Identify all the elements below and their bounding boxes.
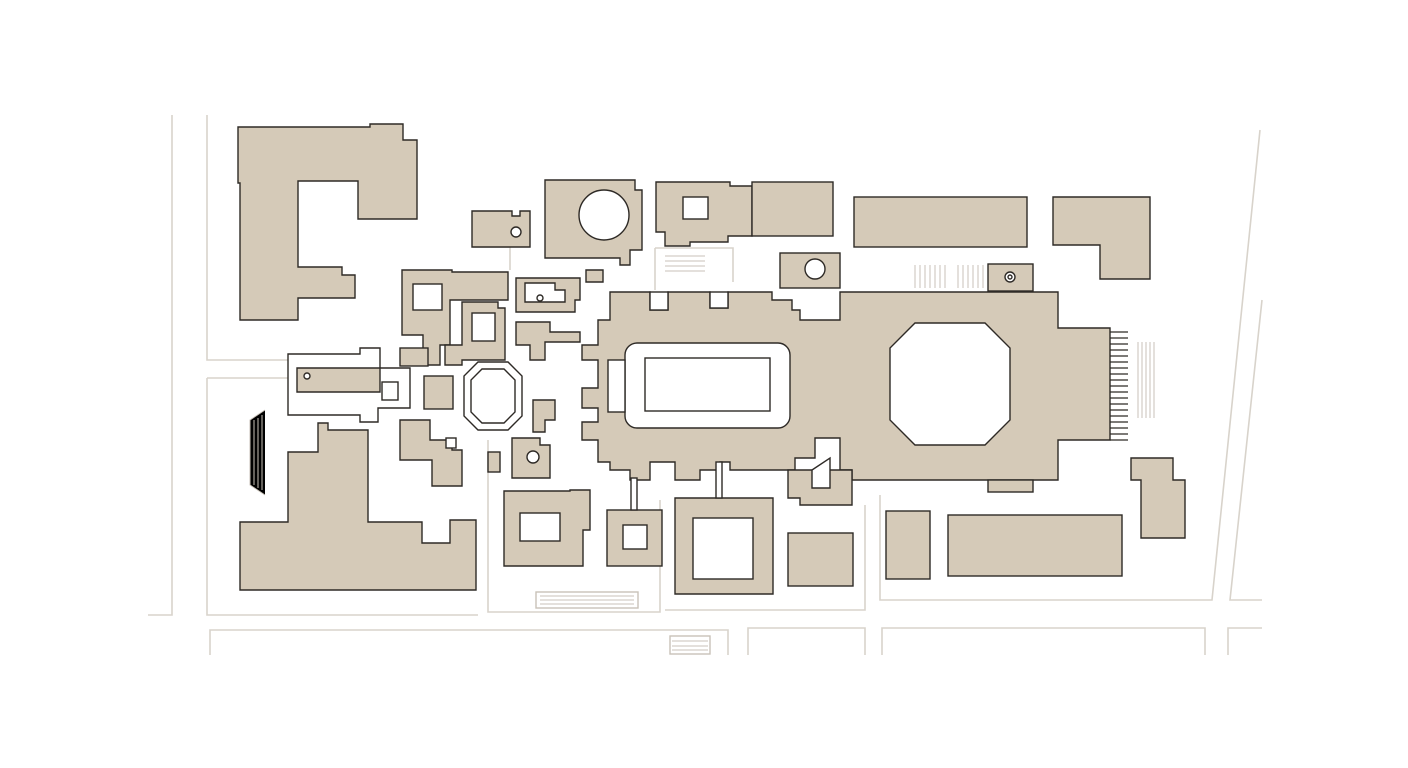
building-northeast-L <box>1052 196 1151 280</box>
building-gate-southeast <box>787 456 853 506</box>
building-south-block <box>787 532 854 587</box>
building-south-courtyard-3 <box>674 461 774 595</box>
building-courtyard-north <box>655 181 753 247</box>
building-northwest-wing <box>237 123 418 321</box>
building-small-dome <box>471 210 531 248</box>
building-west-corridor <box>287 347 411 423</box>
buildings <box>237 123 1186 595</box>
building-east-tower <box>1130 457 1186 539</box>
building-main-complex <box>581 291 1111 481</box>
building-southeast-long <box>947 514 1123 577</box>
east-fins <box>1110 331 1128 441</box>
building-east-annex <box>987 479 1034 493</box>
building-octagon-pavilion <box>463 361 523 431</box>
building-north-block <box>751 181 834 237</box>
building-southwest-hall <box>239 422 477 591</box>
building-west-cluster <box>399 269 604 487</box>
building-gate-north <box>779 252 841 289</box>
building-southeast-small <box>885 510 931 580</box>
roads <box>148 115 1263 655</box>
building-south-courtyard-1 <box>503 489 591 567</box>
building-rotunda <box>544 179 643 266</box>
building-gate-east <box>987 263 1034 292</box>
stairs <box>249 255 1155 655</box>
building-northeast-block <box>853 196 1028 248</box>
building-south-courtyard-2 <box>606 477 663 567</box>
